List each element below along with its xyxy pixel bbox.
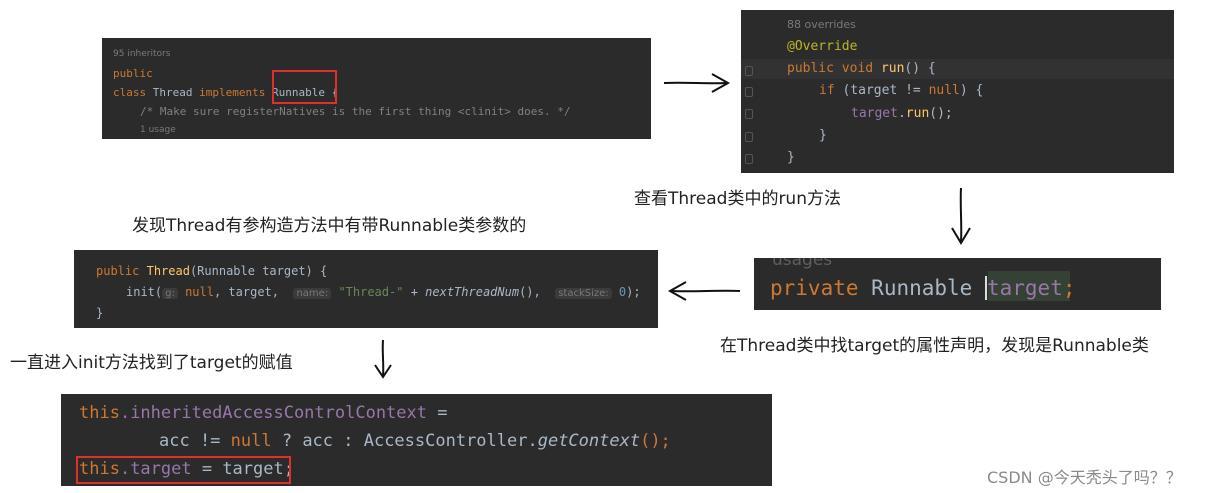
keyword-void: void (841, 61, 874, 76)
target-assignment-line: this.target = target; (79, 459, 294, 479)
usages-hint[interactable]: usages (772, 258, 833, 270)
acc-ternary-line: acc != null ? acc : AccessController.get… (159, 431, 671, 451)
constructor-signature: public Thread(Runnable target) { (96, 264, 327, 278)
run-signature-line: public void run() { (787, 61, 936, 76)
if-condition: (target != (842, 83, 929, 98)
field-inherited-context[interactable]: .inheritedAccessControlContext (119, 403, 427, 423)
caption-init: 一直进入init方法找到了target的赋值 (10, 353, 293, 373)
fold-marker-icon[interactable] (745, 132, 753, 142)
close-inner: } (819, 128, 827, 143)
caption-run-method: 查看Thread类中的run方法 (634, 189, 841, 209)
usage-hint[interactable]: 1 usage (140, 125, 176, 135)
arrow-down-icon (951, 187, 971, 245)
plus-op: + (403, 285, 426, 299)
dot: . (897, 106, 906, 121)
if-close: ) { (959, 83, 984, 98)
keyword-implements: implements (199, 86, 266, 99)
string-thread: "Thread-" (338, 285, 404, 299)
keyword-class: class (113, 86, 147, 99)
current-line-highlight (741, 59, 1174, 79)
call-tail: (); (640, 431, 671, 451)
keyword-this: this (79, 403, 120, 423)
keyword-null: null (928, 83, 960, 98)
fold-marker-icon[interactable] (745, 87, 753, 97)
code-panel-field: usages private Runnable target; (754, 258, 1161, 310)
field-declaration: private Runnable target; (770, 276, 1076, 300)
csdn-watermark: CSDN @今天秃头了吗？？ (987, 468, 1182, 487)
arrow-left-icon (667, 281, 741, 301)
fold-marker-icon[interactable] (745, 154, 753, 164)
interface-runnable[interactable]: Runnable (271, 86, 325, 99)
close-outer: } (787, 150, 795, 165)
paren-brace: () { (904, 61, 936, 76)
method-run-call[interactable]: run (905, 106, 930, 121)
code-panel-assignment: this.inheritedAccessControlContext = acc… (61, 394, 772, 486)
open-brace: { (331, 86, 339, 99)
keyword-this: this (79, 459, 120, 479)
field-target[interactable]: .target (119, 459, 192, 479)
inherited-context-line: this.inheritedAccessControlContext = (79, 403, 447, 423)
field-target[interactable]: target (851, 106, 898, 121)
override-annotation: @Override (787, 39, 858, 54)
assign-target: = target; (191, 459, 294, 479)
class-declaration-line: class Thread implements Runnable { (113, 86, 338, 99)
call-tail: (); (929, 106, 953, 121)
param-hint-g: g: (162, 288, 178, 299)
ternary: ? acc : AccessController. (271, 431, 538, 451)
code-panel-constructor: public Thread(Runnable target) { init(g:… (74, 250, 658, 328)
arrow-down-icon (374, 339, 392, 379)
fold-marker-icon[interactable] (745, 66, 753, 76)
keyword-private: private (770, 276, 859, 300)
semicolon: ; (1062, 276, 1076, 300)
keyword-null: null (230, 431, 272, 451)
paren-comma: (), (519, 285, 541, 299)
caption-field: 在Thread类中找target的属性声明，发现是Runnable类 (720, 336, 1149, 356)
highlight-target-assignment (76, 456, 291, 484)
arg-target: , target, (213, 285, 280, 299)
constructor-close: } (96, 306, 104, 320)
init-call-line: init(g: null, target, name: "Thread-" + … (126, 285, 641, 299)
method-get-context[interactable]: getContext (537, 431, 641, 451)
keyword-public: public (96, 264, 140, 278)
method-run[interactable]: run (880, 61, 905, 76)
keyword-null: null (185, 285, 214, 299)
constructor-params: (Runnable target) { (189, 264, 328, 278)
constructor-thread[interactable]: Thread (146, 264, 190, 278)
init-method[interactable]: init( (126, 285, 163, 299)
keyword-if: if (819, 83, 835, 98)
param-hint-stacksize: stackSize: (555, 288, 612, 299)
acc-check: acc != (159, 431, 231, 451)
next-thread-num[interactable]: nextThreadNum (425, 285, 520, 299)
caption-constructor: 发现Thread有参构造方法中有带Runnable类参数的 (132, 216, 527, 236)
call-end: ); (626, 285, 641, 299)
inheritors-hint[interactable]: 95 inheritors (113, 49, 171, 59)
code-panel-thread-class: 95 inheritors public class Thread implem… (102, 38, 651, 139)
keyword-public: public (113, 67, 153, 80)
param-hint-name: name: (293, 288, 332, 299)
assign-op: = (427, 403, 448, 423)
highlight-runnable (272, 70, 337, 104)
if-line: if (target != null) { (819, 83, 983, 98)
fold-marker-icon[interactable] (745, 109, 753, 119)
type-runnable[interactable]: Runnable (871, 276, 973, 300)
arrow-right-icon (663, 73, 731, 93)
comment-line: /* Make sure registerNatives is the firs… (140, 105, 571, 118)
number-zero: 0 (618, 285, 627, 299)
code-panel-run-method: 88 overrides @Override public void run()… (741, 10, 1174, 173)
caret-highlight (988, 271, 1070, 301)
field-target[interactable]: target (984, 276, 1063, 300)
overrides-hint[interactable]: 88 overrides (787, 18, 856, 31)
target-run-call: target.run(); (851, 106, 953, 121)
keyword-public: public (787, 61, 834, 76)
class-name: Thread (152, 86, 193, 99)
